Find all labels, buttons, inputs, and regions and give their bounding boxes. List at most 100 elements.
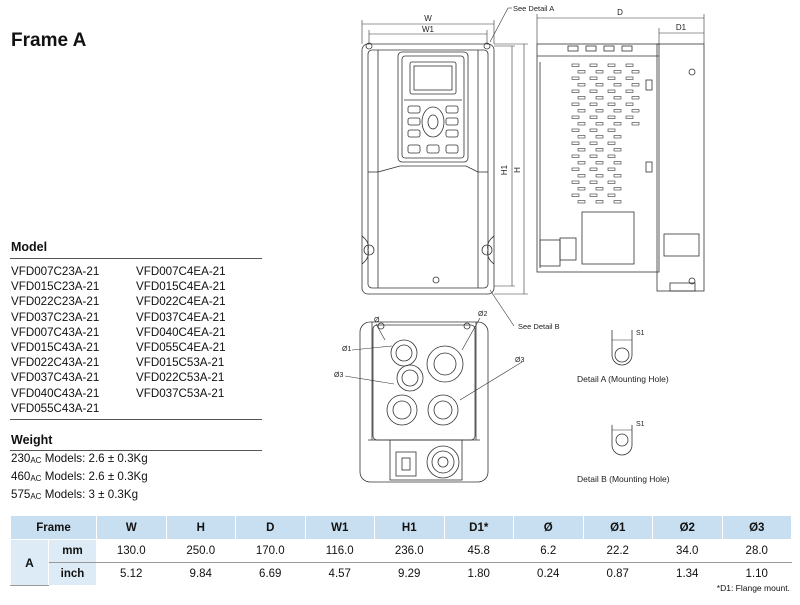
column-header: H bbox=[165, 515, 236, 540]
table-cell: 0.24 bbox=[513, 562, 584, 586]
vent-slot bbox=[613, 83, 622, 87]
vent-slot bbox=[607, 154, 616, 158]
vent-slot bbox=[589, 141, 598, 145]
table-cell: 130.0 bbox=[96, 539, 167, 563]
dim-w1-label: W1 bbox=[422, 25, 435, 34]
table-cell: 6.2 bbox=[513, 539, 584, 563]
see-detail-b-label: See Detail B bbox=[518, 322, 560, 331]
vent-slot bbox=[595, 70, 604, 74]
column-header: W1 bbox=[304, 515, 375, 540]
vent-slot bbox=[613, 187, 622, 191]
table-cell: 9.29 bbox=[374, 562, 445, 586]
vent-slot bbox=[571, 76, 580, 80]
model-item: VFD055C4EA-21 bbox=[136, 341, 226, 355]
table-cell: 236.0 bbox=[374, 539, 445, 563]
vent-slot bbox=[607, 141, 616, 145]
vent-slot bbox=[589, 89, 598, 93]
weight-rule bbox=[10, 450, 262, 451]
vent-slot bbox=[607, 63, 616, 67]
column-header: Ø1 bbox=[582, 515, 653, 540]
vent-slot bbox=[631, 109, 640, 113]
vent-slot bbox=[613, 109, 622, 113]
vent-slot bbox=[577, 174, 586, 178]
model-rule bbox=[10, 258, 262, 259]
vent-slot bbox=[625, 115, 634, 119]
detail-b-caption: Detail B (Mounting Hole) bbox=[577, 474, 670, 484]
vent-slot bbox=[595, 83, 604, 87]
weight-heading: Weight bbox=[11, 433, 53, 447]
weight-row: 575AC Models: 3 ± 0.3Kg bbox=[11, 487, 148, 505]
vent-slot bbox=[571, 89, 580, 93]
vent-slot bbox=[625, 102, 634, 106]
vent-slot bbox=[589, 180, 598, 184]
weight-voltage: 460 bbox=[11, 470, 31, 483]
front-view bbox=[361, 42, 495, 295]
vent-slot bbox=[607, 89, 616, 93]
frame-cell: A bbox=[10, 539, 49, 586]
column-header: H1 bbox=[374, 515, 445, 540]
see-detail-a-label: See Detail A bbox=[513, 4, 554, 13]
dim-h1-label: H1 bbox=[500, 164, 509, 175]
table-cell: 0.87 bbox=[582, 562, 653, 586]
vent-slot bbox=[577, 200, 586, 204]
vent-slot bbox=[607, 180, 616, 184]
side-vents bbox=[571, 63, 640, 204]
vent-slot bbox=[571, 154, 580, 158]
vent-slot bbox=[613, 96, 622, 100]
vent-slot bbox=[571, 180, 580, 184]
vent-slot bbox=[577, 161, 586, 165]
vent-slot bbox=[613, 200, 622, 204]
phi2-label: Ø2 bbox=[478, 311, 487, 318]
table-cell: 28.0 bbox=[721, 539, 792, 563]
table-cell: 22.2 bbox=[582, 539, 653, 563]
column-header: Ø3 bbox=[721, 515, 792, 540]
vent-slot bbox=[613, 122, 622, 126]
vent-slot bbox=[589, 167, 598, 171]
dim-h-label: H bbox=[513, 167, 522, 173]
model-item: VFD015C43A-21 bbox=[11, 341, 100, 355]
model-item: VFD022C4EA-21 bbox=[136, 295, 226, 309]
phi3-label-left: Ø3 bbox=[334, 372, 343, 379]
table-cell: 5.12 bbox=[96, 562, 167, 586]
weight-voltage: 230 bbox=[11, 452, 31, 465]
model-item: VFD007C4EA-21 bbox=[136, 265, 226, 278]
vent-slot bbox=[589, 115, 598, 119]
vent-slot bbox=[595, 96, 604, 100]
vent-slot bbox=[631, 70, 640, 74]
vent-slot bbox=[571, 167, 580, 171]
detail-a-drawing bbox=[611, 330, 633, 366]
table-cell: 170.0 bbox=[235, 539, 306, 563]
model-item: VFD015C53A-21 bbox=[136, 356, 225, 370]
table-cell: 250.0 bbox=[165, 539, 236, 563]
vent-slot bbox=[595, 174, 604, 178]
vent-slot bbox=[595, 187, 604, 191]
vent-slot bbox=[571, 193, 580, 197]
table-cell: 1.34 bbox=[652, 562, 723, 586]
vent-slot bbox=[631, 83, 640, 87]
vent-slot bbox=[577, 96, 586, 100]
weight-voltage: 575 bbox=[11, 488, 31, 501]
vent-slot bbox=[607, 128, 616, 132]
vent-slot bbox=[625, 76, 634, 80]
vent-slot bbox=[577, 83, 586, 87]
table-cell: 9.84 bbox=[165, 562, 236, 586]
weight-row: 460AC Models: 2.6 ± 0.3Kg bbox=[11, 469, 148, 487]
table-cell: 1.10 bbox=[721, 562, 792, 586]
weight-voltage-sub: AC bbox=[30, 474, 42, 483]
vent-slot bbox=[595, 148, 604, 152]
weight-voltage-sub: AC bbox=[30, 456, 42, 465]
table-cell: 1.80 bbox=[443, 562, 514, 586]
dimension-drawing: W W1 See Detail A See Detail B D D1 H1 H… bbox=[334, 4, 705, 484]
frame-header: Frame bbox=[10, 515, 97, 540]
column-header: D bbox=[235, 515, 306, 540]
model-item: VFD015C4EA-21 bbox=[136, 280, 226, 294]
vent-slot bbox=[589, 102, 598, 106]
vent-slot bbox=[607, 193, 616, 197]
vent-slot bbox=[613, 70, 622, 74]
table-cell: 34.0 bbox=[652, 539, 723, 563]
vent-slot bbox=[571, 115, 580, 119]
